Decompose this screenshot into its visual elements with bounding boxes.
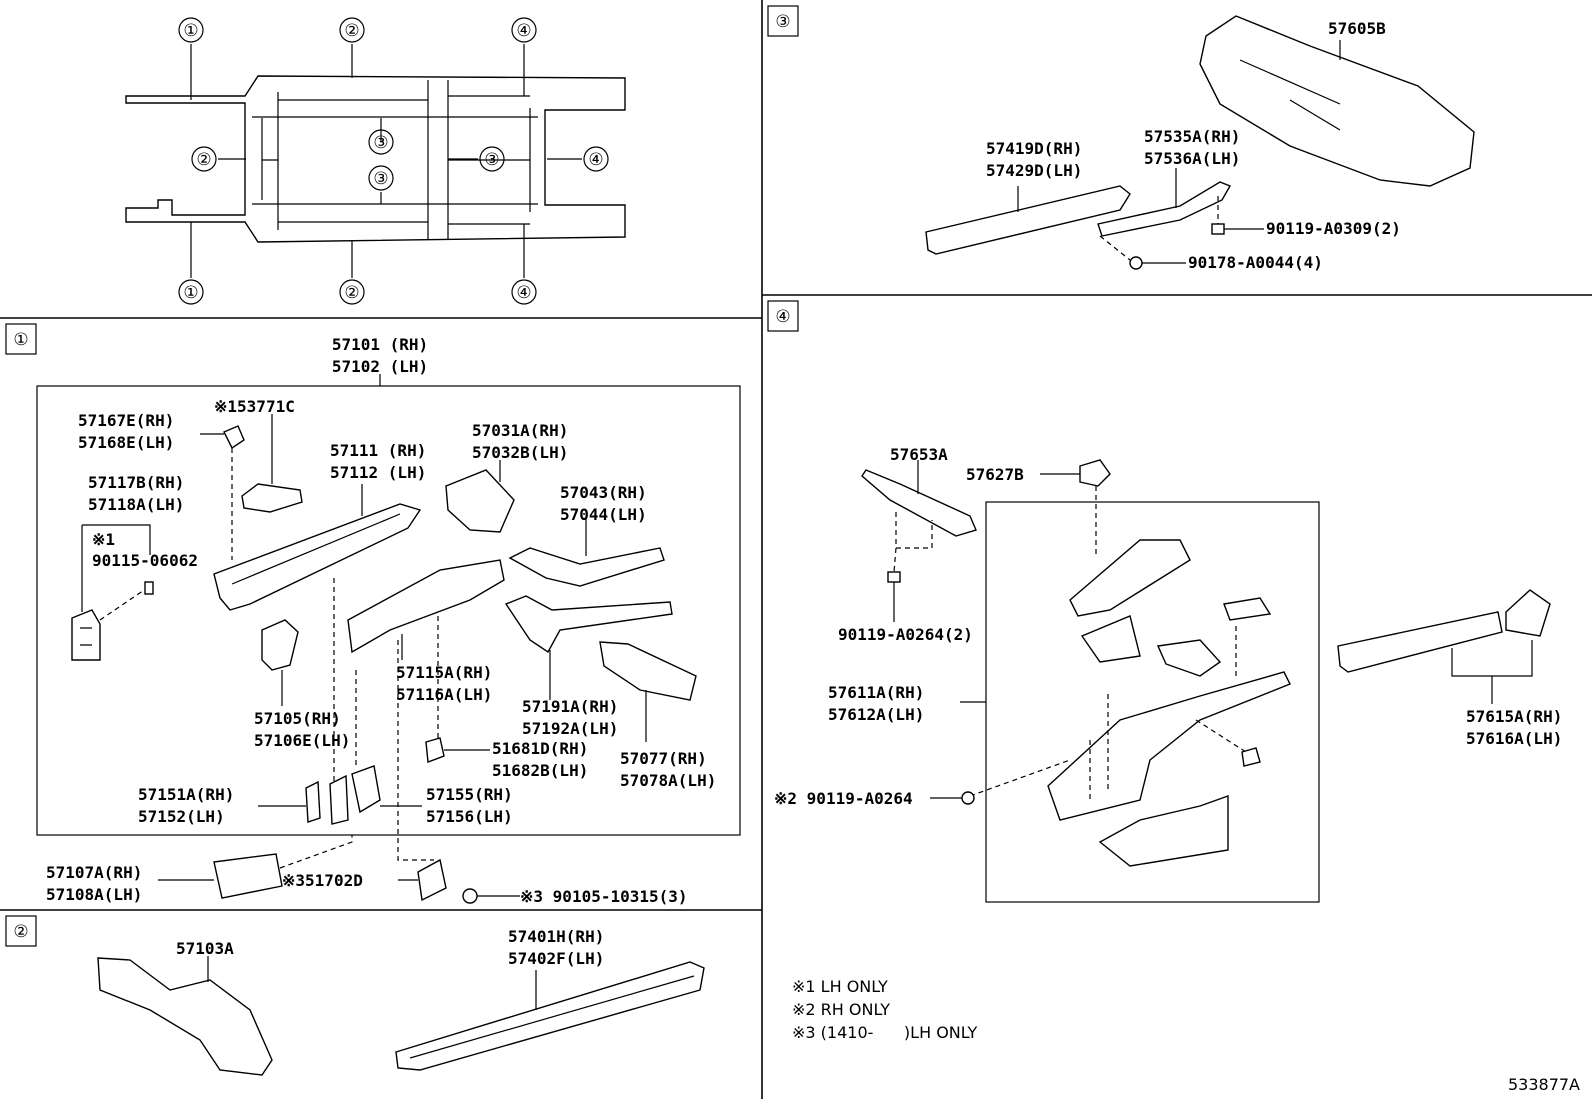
part-label-57032b: 57032B(LH)	[472, 443, 568, 462]
part-label-57191a: 57191A(RH)	[522, 697, 618, 716]
overview-marker-4-bottom: ④	[516, 283, 531, 303]
part-label-57101: 57101 (RH)	[332, 335, 428, 354]
note-rh-only: ※2 RH ONLY	[792, 1000, 890, 1019]
section-tags: ① ② ③ ④	[5, 5, 799, 947]
part-label-90178-a0044: 90178-A0044(4)	[1188, 253, 1323, 272]
part-label-57077: 57077(RH)	[620, 749, 707, 768]
section-1-parts	[36, 374, 741, 904]
part-label-90119-a0309: 90119-A0309(2)	[1266, 219, 1401, 238]
part-label-57167e: 57167E(RH)	[78, 411, 174, 430]
section-3-labels: 57605B 57419D(RH) 57429D(LH) 57535A(RH) …	[986, 19, 1401, 272]
part-label-90119-a0264-2: 90119-A0264(2)	[838, 625, 973, 644]
part-label-57103a: 57103A	[176, 939, 234, 958]
note-date-lh-only: ※3 (1410- )LH ONLY	[792, 1023, 978, 1042]
overview-marker-1-bottom: ①	[183, 283, 198, 303]
part-label-57536a: 57536A(LH)	[1144, 149, 1240, 168]
part-label-57401h: 57401H(RH)	[508, 927, 604, 946]
overview-marker-4-top: ④	[516, 21, 531, 41]
overview-marker-2-bottom: ②	[344, 283, 359, 303]
overview-marker-3-right: ③	[484, 150, 499, 170]
overview-marker-1-top: ①	[183, 21, 198, 41]
chassis-overview	[125, 75, 626, 243]
part-label-57151a: 57151A(RH)	[138, 785, 234, 804]
part-label-57611a: 57611A(RH)	[828, 683, 924, 702]
part-label-57105: 57105(RH)	[254, 709, 341, 728]
overview-marker-3-upper: ③	[373, 133, 388, 153]
part-label-57419d: 57419D(RH)	[986, 139, 1082, 158]
section-2-labels: 57103A 57401H(RH) 57402F(LH)	[176, 927, 604, 968]
footnotes: ※1 LH ONLY ※2 RH ONLY ※3 (1410- )LH ONLY…	[792, 977, 1580, 1094]
overview-marker-3-lower: ③	[373, 169, 388, 189]
part-label-57615a: 57615A(RH)	[1466, 707, 1562, 726]
part-label-90115-06062: 90115-06062	[92, 551, 198, 570]
overview-marker-2-left: ②	[196, 150, 211, 170]
note-lh-only: ※1 LH ONLY	[792, 977, 888, 996]
part-label-57107a: 57107A(RH)	[46, 863, 142, 882]
section-3-parts	[925, 15, 1475, 270]
part-label-57044: 57044(LH)	[560, 505, 647, 524]
part-label-57429d: 57429D(LH)	[986, 161, 1082, 180]
part-label-57627b: 57627B	[966, 465, 1024, 484]
part-label-57155: 57155(RH)	[426, 785, 513, 804]
part-label-57116a: 57116A(LH)	[396, 685, 492, 704]
part-label-57112: 57112 (LH)	[330, 463, 426, 482]
part-label-57108a: 57108A(LH)	[46, 885, 142, 904]
part-label-57168e: 57168E(LH)	[78, 433, 174, 452]
part-label-57118a: 57118A(LH)	[88, 495, 184, 514]
section-2-tag: ②	[13, 922, 28, 942]
section-1-labels: 57101 (RH) 57102 (LH) 57167E(RH) 57168E(…	[46, 335, 716, 906]
overview-markers: ① ② ④ ② ③ ③ ③ ④ ① ② ④	[178, 17, 609, 305]
part-label-57156: 57156(LH)	[426, 807, 513, 826]
part-label-57402f: 57402F(LH)	[508, 949, 604, 968]
overview-marker-2-top: ②	[344, 21, 359, 41]
part-label-90105-10315: ※3 90105-10315(3)	[520, 887, 688, 906]
part-label-57605b: 57605B	[1328, 19, 1386, 38]
part-label-note1-mark: ※1	[92, 530, 115, 549]
part-label-51681d: 51681D(RH)	[492, 739, 588, 758]
part-label-57102: 57102 (LH)	[332, 357, 428, 376]
part-label-57653a: 57653A	[890, 445, 948, 464]
section-4-tag: ④	[775, 307, 790, 327]
section-1-tag: ①	[13, 330, 28, 350]
part-label-57192a: 57192A(LH)	[522, 719, 618, 738]
part-label-57152: 57152(LH)	[138, 807, 225, 826]
part-label-57043: 57043(RH)	[560, 483, 647, 502]
part-label-90119-a0264: ※2 90119-A0264	[774, 789, 913, 808]
part-label-57115a: 57115A(RH)	[396, 663, 492, 682]
part-label-53771c: ※153771C	[214, 397, 295, 416]
section-2-parts	[97, 956, 705, 1076]
part-label-57612a: 57612A(LH)	[828, 705, 924, 724]
overview-marker-4-right: ④	[588, 150, 603, 170]
part-label-57106e: 57106E(LH)	[254, 731, 350, 750]
part-label-57031a: 57031A(RH)	[472, 421, 568, 440]
section-3-tag: ③	[775, 12, 790, 32]
part-label-57078a: 57078A(LH)	[620, 771, 716, 790]
diagram-id: 533877A	[1508, 1075, 1580, 1094]
section-4-labels: 57653A 57627B 90119-A0264(2) 57611A(RH) …	[774, 445, 1562, 808]
part-label-51682b: 51682B(LH)	[492, 761, 588, 780]
part-label-57616a: 57616A(LH)	[1466, 729, 1562, 748]
part-label-57117b: 57117B(RH)	[88, 473, 184, 492]
section-4-parts	[861, 459, 1551, 903]
part-label-57535a: 57535A(RH)	[1144, 127, 1240, 146]
part-label-51702d: ※351702D	[282, 871, 363, 890]
part-label-57111: 57111 (RH)	[330, 441, 426, 460]
